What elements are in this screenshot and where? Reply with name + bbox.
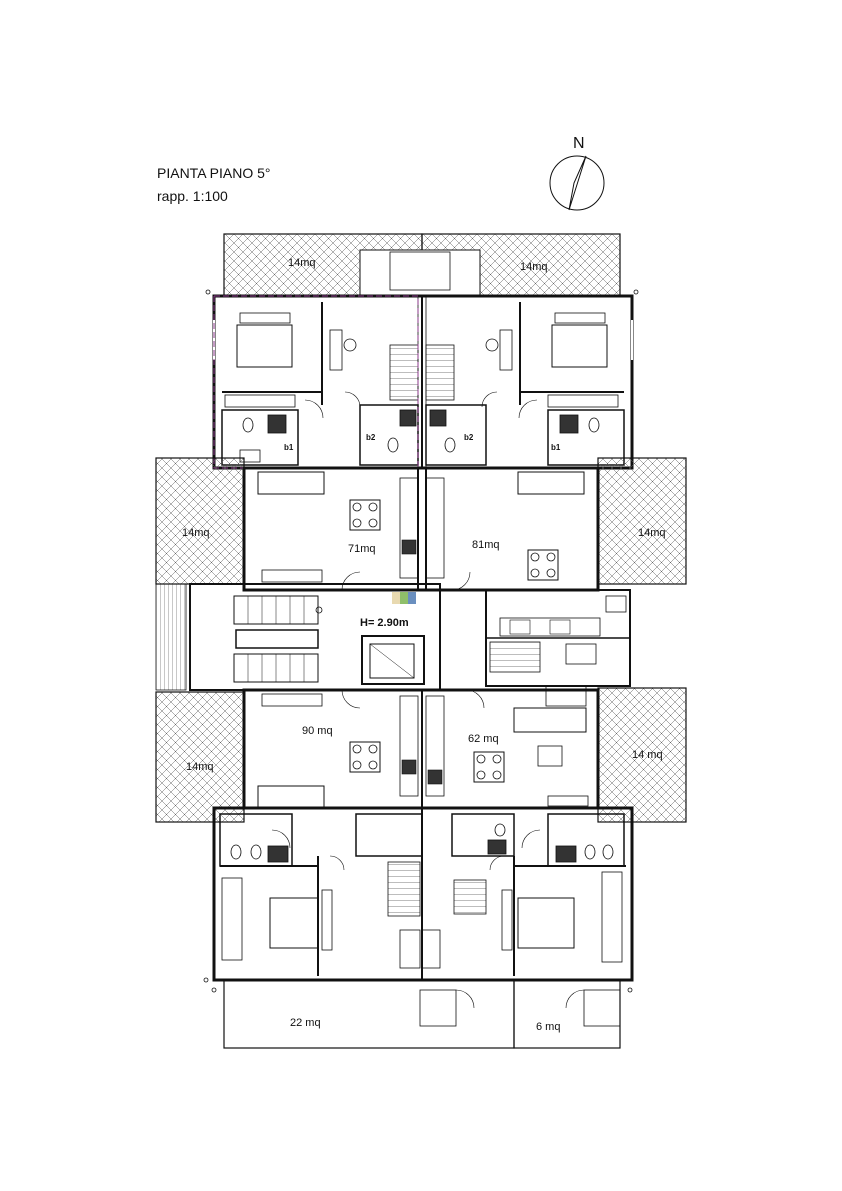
balcony-bottom-left: [223, 979, 515, 1049]
area-label-apt-ne: 81mq: [472, 539, 500, 551]
north-label: N: [573, 135, 585, 152]
terrace-right-lower: [597, 687, 687, 823]
area-label-apt-nw: 71mq: [348, 543, 376, 555]
ceiling-height-label: H= 2.90m: [360, 617, 409, 629]
terrace-left-lower: [155, 691, 245, 823]
terrace-right-upper: [597, 457, 687, 585]
core-stairwell: [155, 583, 441, 691]
plan-title: PIANTA PIANO 5°: [157, 165, 271, 181]
north-arrow-icon: N: [549, 135, 605, 211]
area-label-terrace-right-lower: 14 mq: [632, 749, 663, 761]
bathroom-tag-b1-right: b1: [551, 443, 561, 452]
area-label-apt-sw: 90 mq: [302, 725, 333, 737]
south-block: [212, 806, 634, 982]
east-utility: [485, 589, 631, 707]
north-block: [212, 294, 634, 470]
area-label-balcony-bottom-left: 22 mq: [290, 1017, 321, 1029]
area-label-apt-se: 62 mq: [468, 733, 499, 745]
bathroom-tag-b2-left: b2: [366, 433, 376, 442]
terrace-left-upper: [155, 457, 245, 585]
area-label-terrace-left-upper: 14mq: [182, 527, 210, 539]
area-label-terrace-right-upper: 14mq: [638, 527, 666, 539]
area-label-terrace-left-lower: 14mq: [186, 761, 214, 773]
material-swatch: [392, 592, 416, 604]
area-label-balcony-top-left: 14mq: [288, 257, 316, 269]
area-label-balcony-bottom-right: 6 mq: [536, 1021, 560, 1033]
bathroom-tag-b1-left: b1: [284, 443, 294, 452]
plan-scale: rapp. 1:100: [157, 188, 228, 204]
area-label-balcony-top-right: 14mq: [520, 261, 548, 273]
bathroom-tag-b2-right: b2: [464, 433, 474, 442]
